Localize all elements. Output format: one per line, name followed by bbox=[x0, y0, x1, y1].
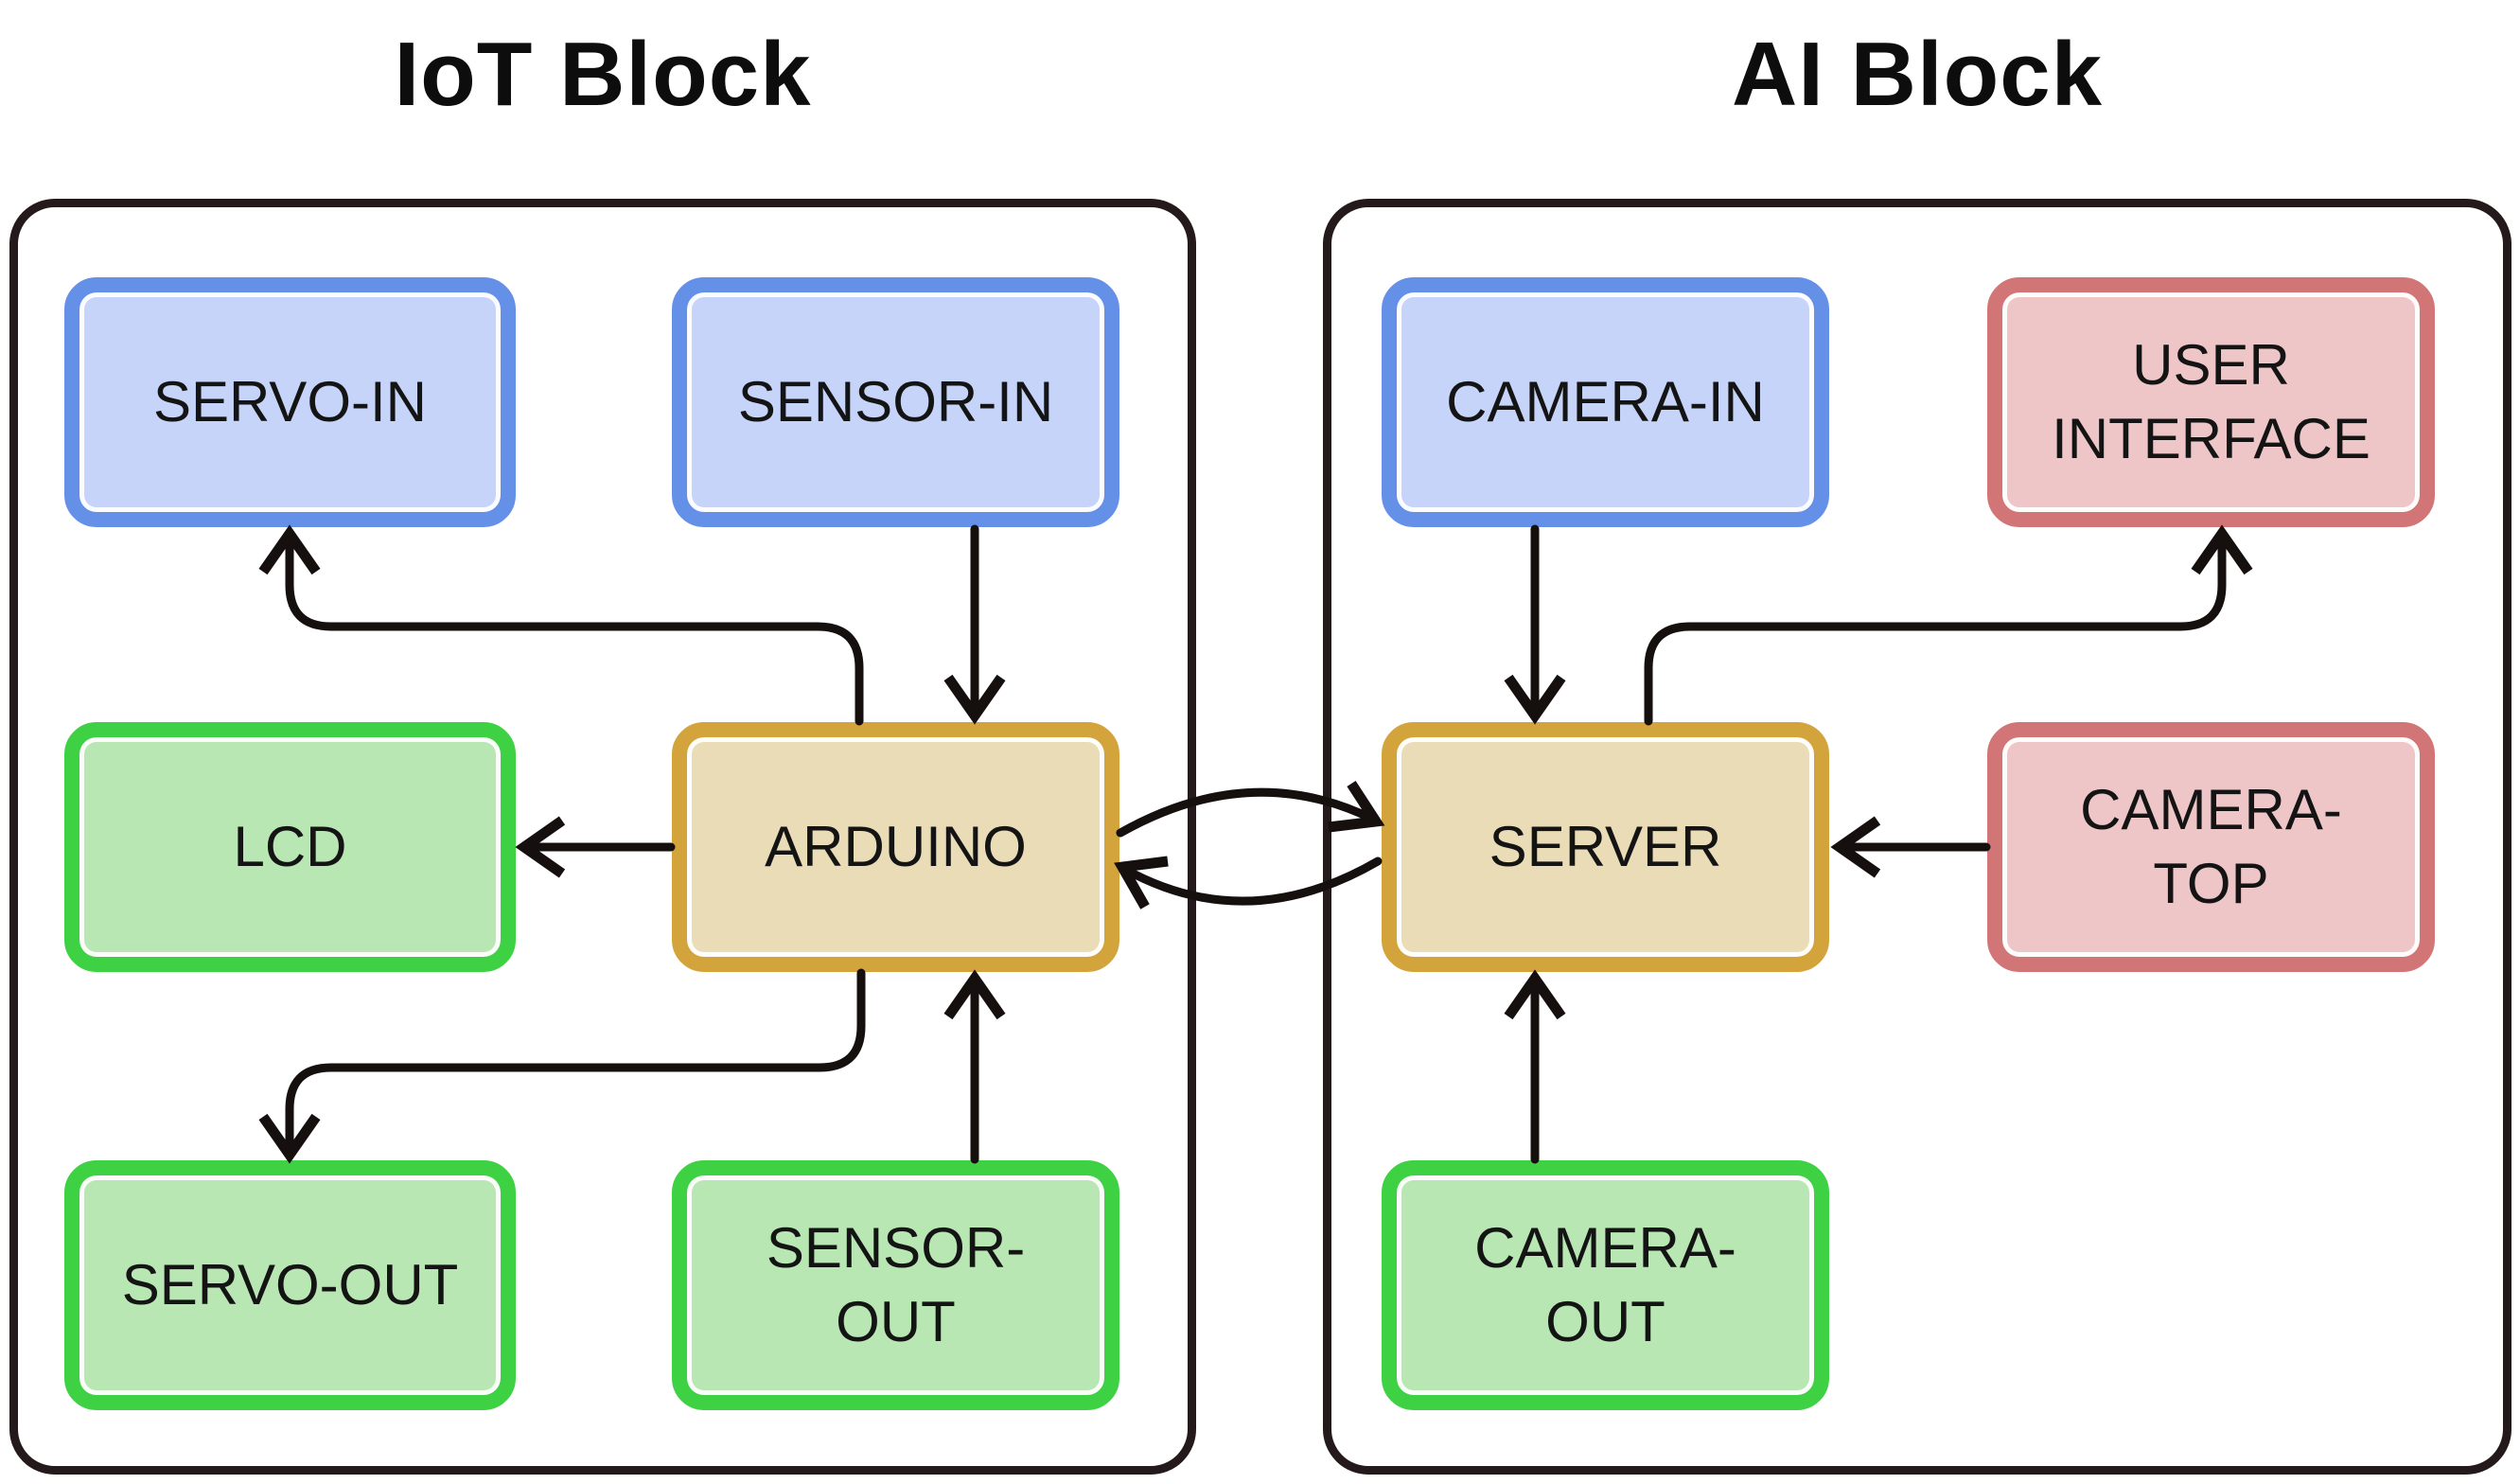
node-server: SERVER bbox=[1382, 722, 1829, 972]
node-servo-in: SERVO-IN bbox=[64, 277, 516, 527]
node-camera-out: CAMERA-OUT bbox=[1382, 1160, 1829, 1410]
node-arduino: ARDUINO bbox=[672, 722, 1119, 972]
iot-block-title: IoT Block bbox=[394, 24, 812, 125]
ai-block-title: AI Block bbox=[1731, 24, 2104, 125]
node-user-interface: USER INTERFACE bbox=[1987, 277, 2435, 527]
node-sensor-in: SENSOR-IN bbox=[672, 277, 1119, 527]
node-lcd: LCD bbox=[64, 722, 516, 972]
node-sensor-out: SENSOR-OUT bbox=[672, 1160, 1119, 1410]
node-camera-in: CAMERA-IN bbox=[1382, 277, 1829, 527]
node-camera-top: CAMERA-TOP bbox=[1987, 722, 2435, 972]
node-servo-out: SERVO-OUT bbox=[64, 1160, 516, 1410]
